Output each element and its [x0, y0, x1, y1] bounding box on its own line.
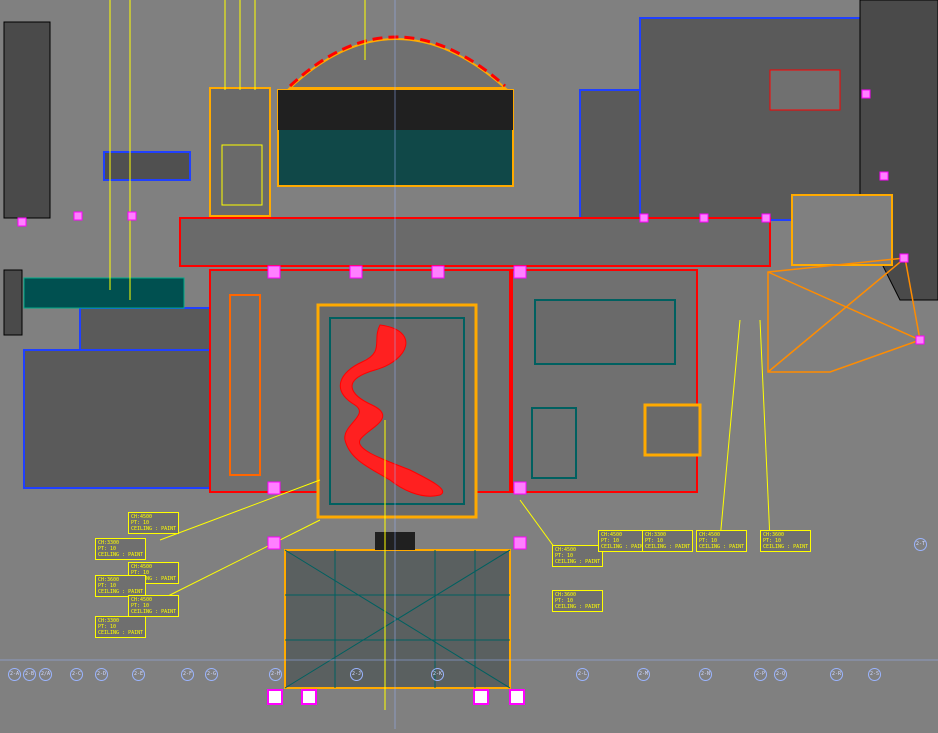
- tag-spec: PT: 10: [98, 624, 117, 630]
- left-top-room: [103, 151, 191, 181]
- grid-bubble: 2/A: [39, 668, 52, 681]
- grid-bubble: 2-H: [269, 668, 282, 681]
- tag-note: CEILING : PAINT: [98, 589, 144, 595]
- tag-code: CH:4500: [131, 514, 153, 520]
- right-orange-ceiling: [767, 257, 921, 373]
- grid-bubble: 2-Q: [774, 668, 787, 681]
- tag-spec: PT: 10: [601, 538, 620, 544]
- grid-bubble: 2-G: [205, 668, 218, 681]
- grid-bubble: 2-C: [70, 668, 83, 681]
- tag-note: CEILING : PAINT: [98, 552, 144, 558]
- grid-bubble: 2-M: [637, 668, 650, 681]
- tag-note: CEILING : PAINT: [131, 526, 177, 532]
- tag-note: CEILING : PAINT: [763, 544, 809, 550]
- prefunction-corridor: [179, 217, 771, 267]
- entrance-canopy: [284, 532, 511, 689]
- leader-lines: [109, 0, 771, 710]
- tag-spec: PT: 10: [555, 553, 574, 559]
- grid-bubble: 2-D: [95, 668, 108, 681]
- tag-code: CH:4500: [601, 532, 623, 538]
- tag-spec: PT: 10: [645, 538, 664, 544]
- grid-bubble: 2-J: [350, 668, 363, 681]
- tag-code: CH:4500: [699, 532, 721, 538]
- tag-code: CH:3300: [98, 618, 120, 624]
- tag-spec: PT: 10: [763, 538, 782, 544]
- tag-code: CH:4500: [131, 597, 153, 603]
- ballroom-main: [209, 269, 511, 519]
- tag-code: CH:3600: [763, 532, 785, 538]
- entrance-doors: [267, 689, 525, 705]
- tag-note: CEILING : PAINT: [555, 604, 601, 610]
- tag-code: CH:3300: [98, 540, 120, 546]
- grid-bubble: 2-L: [576, 668, 589, 681]
- grid-bubble: 2-P: [754, 668, 767, 681]
- grid-bubble: 2-N: [699, 668, 712, 681]
- tag-spec: PT: 10: [699, 538, 718, 544]
- grid-bubble: 2-S: [868, 668, 881, 681]
- grid-bubble: 2-R: [830, 668, 843, 681]
- tag-spec: PT: 10: [98, 583, 117, 589]
- grid-bubble: 2-B: [23, 668, 36, 681]
- stage-curtain: [277, 89, 514, 187]
- grid-bubble: 2-K: [431, 668, 444, 681]
- grid-bubble: 2-E: [132, 668, 145, 681]
- grid-bubble: 2-F: [181, 668, 194, 681]
- right-hatched-block: [579, 0, 938, 301]
- left-stage-wing: [209, 87, 271, 217]
- tag-note: CEILING : PAINT: [645, 544, 691, 550]
- grid-bubble: 2-A: [8, 668, 21, 681]
- tag-code: CH:3600: [555, 592, 577, 598]
- tag-code: CH:3300: [645, 532, 667, 538]
- tag-code: CH:3600: [98, 577, 120, 583]
- right-function-room: [511, 269, 702, 493]
- columns: [17, 89, 925, 550]
- tag-spec: PT: 10: [98, 546, 117, 552]
- tag-spec: PT: 10: [131, 570, 150, 576]
- left-green-room: [23, 277, 185, 309]
- tag-spec: PT: 10: [131, 603, 150, 609]
- tag-note: CEILING : PAINT: [601, 544, 647, 550]
- tag-note: CEILING : PAINT: [699, 544, 745, 550]
- tag-note: CEILING : PAINT: [131, 609, 177, 615]
- tag-code: CH:4500: [131, 564, 153, 570]
- grid-bubble: 2-T: [914, 538, 927, 551]
- tag-note: CEILING : PAINT: [555, 559, 601, 565]
- tag-note: CEILING : PAINT: [98, 630, 144, 636]
- dragon-carpet: [339, 324, 443, 497]
- tag-spec: PT: 10: [131, 520, 150, 526]
- stage-arch: [287, 35, 508, 89]
- tag-code: CH:4500: [555, 547, 577, 553]
- tag-note: CEILING : PAINT: [131, 576, 177, 582]
- tag-spec: PT: 10: [555, 598, 574, 604]
